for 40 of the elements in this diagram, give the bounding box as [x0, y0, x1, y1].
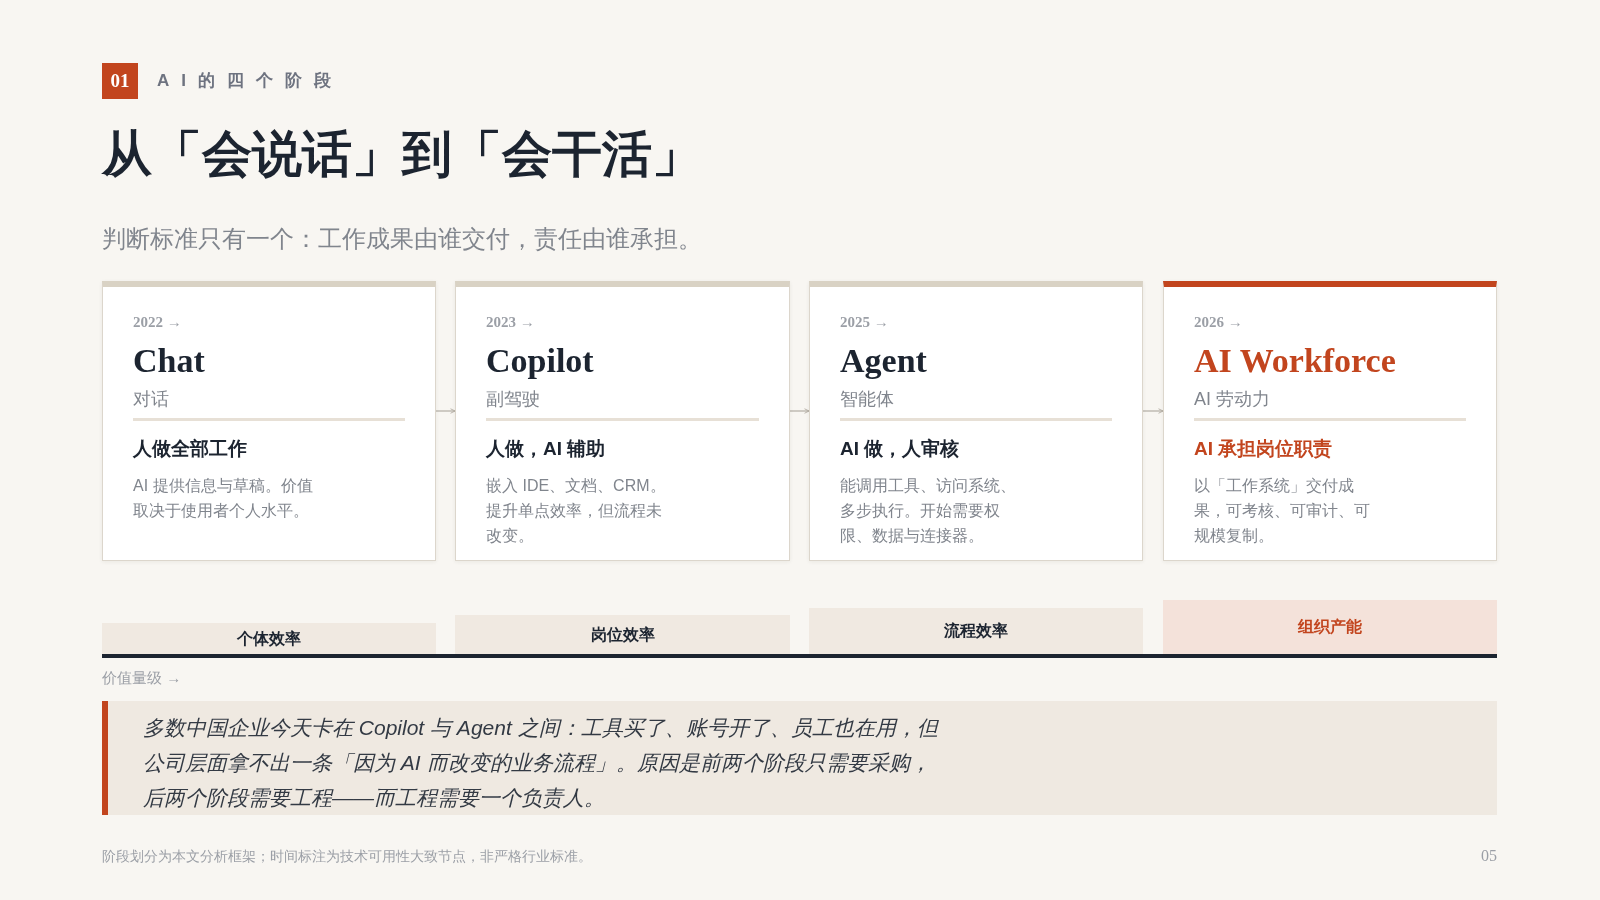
year-label: 2023 →	[486, 313, 535, 332]
stage-card	[102, 281, 436, 561]
stage-summary: AI 承担岗位职责	[1194, 437, 1333, 461]
stage-card	[1163, 281, 1497, 561]
arrow	[435, 408, 456, 414]
stage-description: 嵌入 IDE、文档、CRM。提升单点效率，但流程未改变。	[486, 476, 667, 546]
quote-panel	[102, 701, 1497, 815]
quote-text: 多数中国企业今天卡在 Copilot 与 Agent 之间：工具买了、账号开了、员工也在用，但公司层面拿不出一条「因为 AI 而改变的业务流程」。原因是前两个阶段只需要采购，后两个阶段需要工程——而工程需要一个负责人。	[143, 715, 940, 811]
stage-subtitle: 副驾驶	[486, 388, 540, 411]
stage-description: 能调用工具、访问系统、多步执行。开始需要权限、数据与连接器。	[840, 476, 1017, 546]
stage-description: AI 提供信息与草稿。价值取决于使用者个人水平。	[133, 476, 314, 521]
section-label: AI的四个阶段	[157, 70, 343, 92]
page-number: 05	[1481, 846, 1497, 866]
year-label: 2022 →	[133, 313, 182, 332]
footnote: 阶段划分为本文分析框架；时间标注为技术可用性大致节点，非严格行业标准。	[102, 847, 592, 866]
year-label: 2026 →	[1194, 313, 1243, 332]
stage-summary: AI 做，人审核	[840, 437, 960, 461]
subtitle: 判断标准只有一个：工作成果由谁交付，责任由谁承担。	[102, 224, 702, 254]
stage-title: Agent	[840, 341, 927, 381]
stage-title: Copilot	[486, 341, 594, 381]
stage-subtitle: 智能体	[840, 388, 894, 411]
level-bar: 个体效率	[102, 623, 436, 654]
stage-summary: 人做全部工作	[133, 437, 247, 461]
level-bar: 流程效率	[809, 608, 1143, 654]
axis-label: 价值量级 →	[102, 668, 182, 688]
heading: 从「会说话」到「会干活」	[102, 125, 702, 184]
stage-description: 以「工作系统」交付成果，可考核、可审计、可规模复制。	[1194, 476, 1371, 546]
stage-title: Chat	[133, 341, 205, 381]
level-bar: 组织产能	[1163, 600, 1497, 654]
stage-card	[809, 281, 1143, 561]
arrow	[1142, 408, 1164, 414]
stage-summary: 人做，AI 辅助	[486, 437, 606, 461]
year-label: 2025 →	[840, 313, 889, 332]
stage-subtitle: AI 劳动力	[1194, 388, 1270, 411]
stage-title: AI Workforce	[1194, 341, 1396, 381]
stage-card	[455, 281, 790, 561]
level-bar: 岗位效率	[455, 615, 790, 654]
stage-subtitle: 对话	[133, 388, 169, 411]
arrow	[789, 408, 810, 414]
number-badge: 01	[102, 63, 138, 99]
